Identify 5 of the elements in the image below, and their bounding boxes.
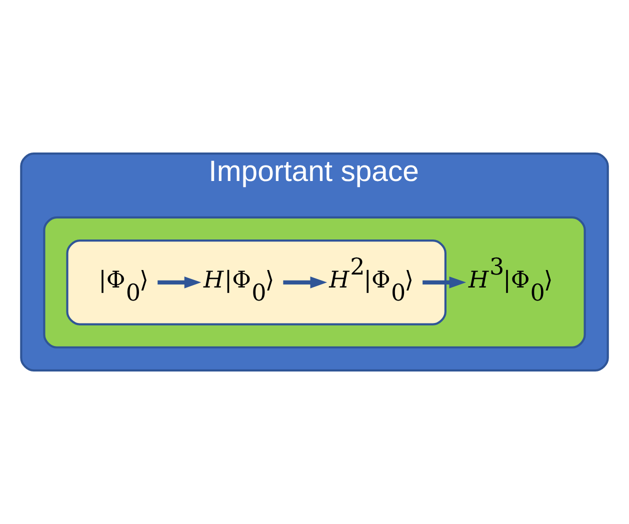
cluster (43, 216, 586, 348)
cluster (66, 239, 446, 326)
arrow (283, 276, 328, 288)
arrow (422, 276, 466, 288)
arrow (158, 276, 202, 288)
